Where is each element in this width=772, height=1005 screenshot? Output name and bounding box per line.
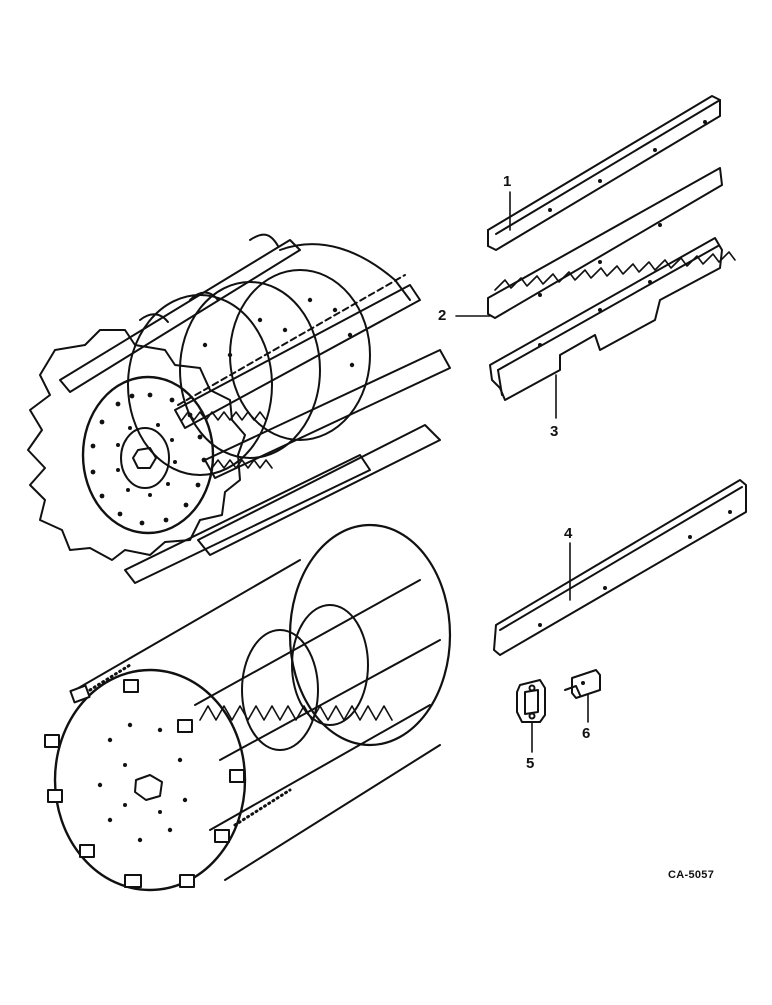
part-1-rasp-bar-angle [487, 95, 721, 251]
figure-code: CA-5057 [668, 869, 715, 881]
callout-1: 1 [503, 173, 512, 190]
leader-lines [455, 191, 589, 753]
upper-cylinder-assembly [27, 233, 451, 584]
part-3-rasp-bar-filler [489, 237, 723, 401]
callout-3: 3 [550, 423, 559, 440]
part-6-bracket [564, 669, 601, 699]
part-4-flat-bar [493, 479, 747, 656]
lower-cylinder-assembly [44, 523, 452, 892]
callout-6: 6 [582, 725, 591, 742]
callout-4: 4 [564, 525, 573, 542]
callout-2: 2 [438, 307, 447, 324]
part-2-serrated-rasp-bar [487, 167, 736, 319]
part-5-clip [516, 679, 546, 723]
callout-5: 5 [526, 755, 535, 772]
